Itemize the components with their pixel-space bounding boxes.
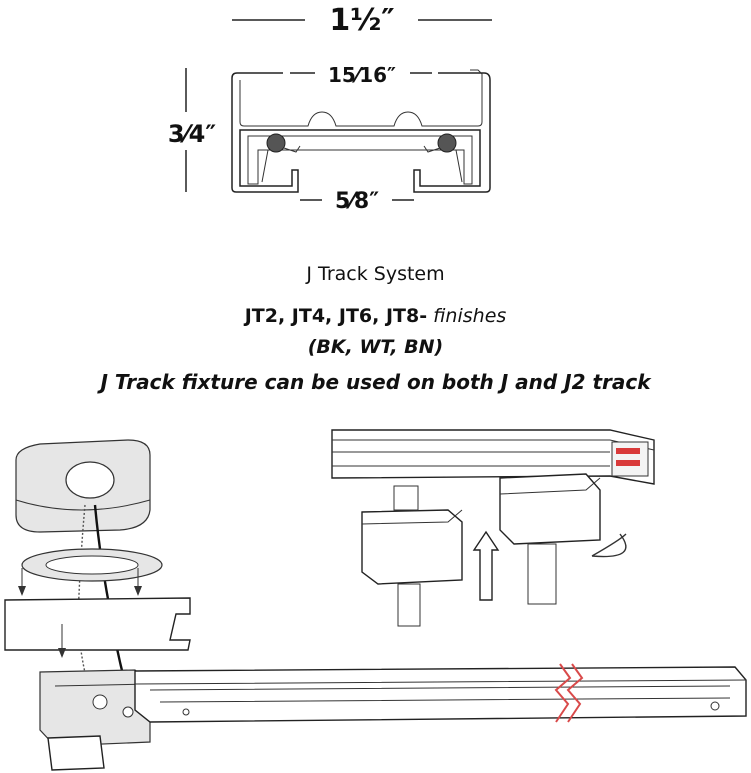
model-list: JT2, JT4, JT6, JT8-	[244, 305, 428, 327]
finish-colors: (BK, WT, BN)	[307, 336, 444, 358]
insert-up-arrow-icon	[472, 530, 500, 601]
track-rail-illustration	[134, 663, 747, 723]
contact-right-icon	[437, 133, 457, 153]
compatibility-note: J Track fixture can be used on both J an…	[100, 370, 651, 394]
mounting-assembly-illustration	[4, 439, 191, 771]
contact-left-icon	[266, 133, 286, 153]
contact-strip-top-icon	[616, 448, 640, 454]
finishes-word: finishes	[433, 305, 507, 327]
height-label: 3⁄4″	[168, 120, 216, 148]
system-title: J Track System	[306, 263, 445, 285]
rotate-arrow-icon	[591, 533, 627, 558]
models-line: JT2, JT4, JT6, JT8- finishes	[0, 305, 751, 327]
overall-width-label: 1½″	[329, 3, 394, 38]
fixture-adapter-illustration	[331, 429, 655, 627]
contact-strip-bottom-icon	[616, 460, 640, 466]
track-break-mark-icon	[554, 663, 572, 723]
slot-width-label: 5⁄8″	[335, 189, 379, 214]
track-cross-section	[231, 69, 491, 193]
inner-width-label: 15⁄16″	[328, 63, 396, 87]
